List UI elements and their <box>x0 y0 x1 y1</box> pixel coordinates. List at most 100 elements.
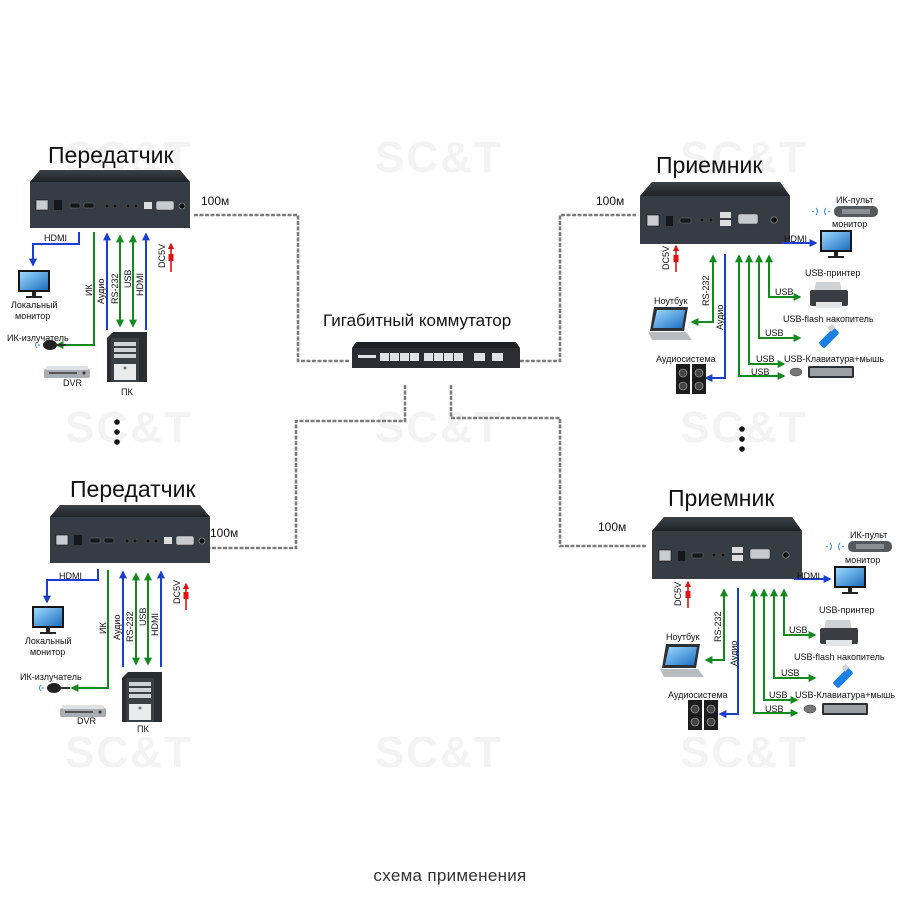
audio-label: Аудио <box>112 614 122 640</box>
usb-kbd-label: USB <box>769 690 788 700</box>
ir-emitter-icon <box>39 682 71 694</box>
power-label: DC5V <box>157 243 167 268</box>
audio-arrow <box>704 254 726 382</box>
rs232-label: RS-232 <box>713 611 723 642</box>
usb-flash-icon <box>832 663 854 689</box>
usb-flash-icon <box>818 323 840 349</box>
hdmi-out-label: HDMI <box>44 233 67 243</box>
hdmi-label: HDMI <box>797 571 820 581</box>
receiver-title: Приемник <box>668 485 775 511</box>
flash-label: USB-flash накопитель <box>794 652 885 662</box>
printer-icon <box>820 620 858 646</box>
pc-label: ПК <box>137 724 149 734</box>
usb-flash-label: USB <box>781 668 800 678</box>
ir-label: ИК <box>98 622 108 634</box>
watermark: SC&T <box>375 403 503 452</box>
speakers-icon <box>687 699 719 731</box>
rs232-label: RS-232 <box>701 275 711 306</box>
usb-kbd1-arrow <box>745 254 786 368</box>
pc-icon <box>122 672 162 722</box>
laptop-label: Ноутбук <box>654 296 688 306</box>
usb-flash-label: USB <box>765 328 784 338</box>
flash-label: USB-flash накопитель <box>783 314 874 324</box>
monitor-label: монитор <box>832 219 868 229</box>
audio-system-label: Аудиосистема <box>668 690 728 700</box>
receiver-device <box>651 516 803 580</box>
local-monitor-label-2: монитор <box>15 311 51 321</box>
usb-printer-label: USB <box>775 287 794 297</box>
cable-switch-rx1 <box>520 213 636 363</box>
ir-remote-icon <box>811 205 879 218</box>
rx1-signals <box>672 239 818 382</box>
hdmi-out-label: HDMI <box>59 571 82 581</box>
ir-arrow <box>70 570 109 692</box>
keyboard-mouse-icon <box>789 365 855 379</box>
usb-flash-arrow <box>770 588 817 682</box>
monitor-label: монитор <box>845 555 881 565</box>
diagram-caption: схема применения <box>373 866 527 885</box>
cable-switch-tx2 <box>200 385 407 550</box>
printer-icon <box>810 282 848 308</box>
ir-arrow <box>55 232 95 349</box>
pc-label: ПК <box>121 387 133 397</box>
keyboard-mouse-label: USB-Клавиатура+мышь <box>795 690 896 700</box>
receiver-title: Приемник <box>656 152 763 178</box>
dvr-label: DVR <box>77 716 97 726</box>
power-label: DC5V <box>661 245 671 270</box>
transmitter-device <box>29 169 191 229</box>
usb-kbd2-arrow <box>735 254 786 380</box>
laptop-icon <box>660 644 704 677</box>
keyboard-mouse-icon <box>803 702 869 716</box>
audio-system-label: Аудиосистема <box>656 354 716 364</box>
more-units-dots <box>114 419 745 452</box>
cable-switch-rx2 <box>449 385 646 548</box>
usb-kbd1-arrow <box>760 588 799 704</box>
audio-label: Аудио <box>715 304 725 330</box>
monitor-icon <box>820 230 852 258</box>
dvr-icon <box>44 366 90 378</box>
hdmi-label: HDMI <box>784 234 807 244</box>
rs232-arrow <box>690 254 717 326</box>
tx2-signals <box>43 569 190 692</box>
hdmi-in-label: HDMI <box>150 613 160 636</box>
usb-kbd-label-2: USB <box>751 367 770 377</box>
laptop-label: Ноутбук <box>666 632 700 642</box>
local-monitor-icon <box>18 270 50 298</box>
ir-emitter-label: ИК-излучатель <box>20 672 82 682</box>
local-monitor-label-2: монитор <box>30 647 66 657</box>
switch-title: Гигабитный коммутатор <box>323 311 512 330</box>
pc-icon <box>107 332 147 382</box>
speakers-icon <box>675 363 707 395</box>
transmitter-title: Передатчик <box>70 476 196 502</box>
watermark: SC&T <box>375 133 503 182</box>
gigabit-switch <box>352 342 520 368</box>
watermark: SC&T <box>375 728 503 777</box>
audio-arrow <box>718 588 739 718</box>
watermark: SC&T <box>65 728 193 777</box>
rx2-signals <box>684 575 832 718</box>
cable-length-label: 100м <box>210 526 239 540</box>
usb-kbd-label: USB <box>756 354 775 364</box>
usb-label: USB <box>123 269 133 288</box>
watermark: SC&T <box>65 403 193 452</box>
usb-kbd-label-2: USB <box>765 704 784 714</box>
cable-tx1-switch <box>194 213 350 363</box>
rs232-label: RS-232 <box>125 611 135 642</box>
receiver-device <box>639 181 791 245</box>
cable-length-label: 100м <box>596 194 625 208</box>
monitor-icon <box>834 566 866 594</box>
rs232-arrow <box>704 588 728 664</box>
tx1-signals <box>29 232 175 349</box>
transmitter-title: Передатчик <box>48 142 174 168</box>
local-monitor-label: Локальный <box>25 636 72 646</box>
rs232-label: RS-232 <box>110 273 120 304</box>
ir-remote-label: ИК-пульт <box>850 530 888 540</box>
power-label: DC5V <box>172 579 182 604</box>
watermark: SC&T <box>680 728 808 777</box>
laptop-icon <box>648 307 692 340</box>
transmitter-device <box>49 504 211 564</box>
audio-label: Аудио <box>96 278 106 304</box>
usb-printer-label: USB <box>789 625 808 635</box>
hdmi-out-arrow <box>43 569 99 604</box>
